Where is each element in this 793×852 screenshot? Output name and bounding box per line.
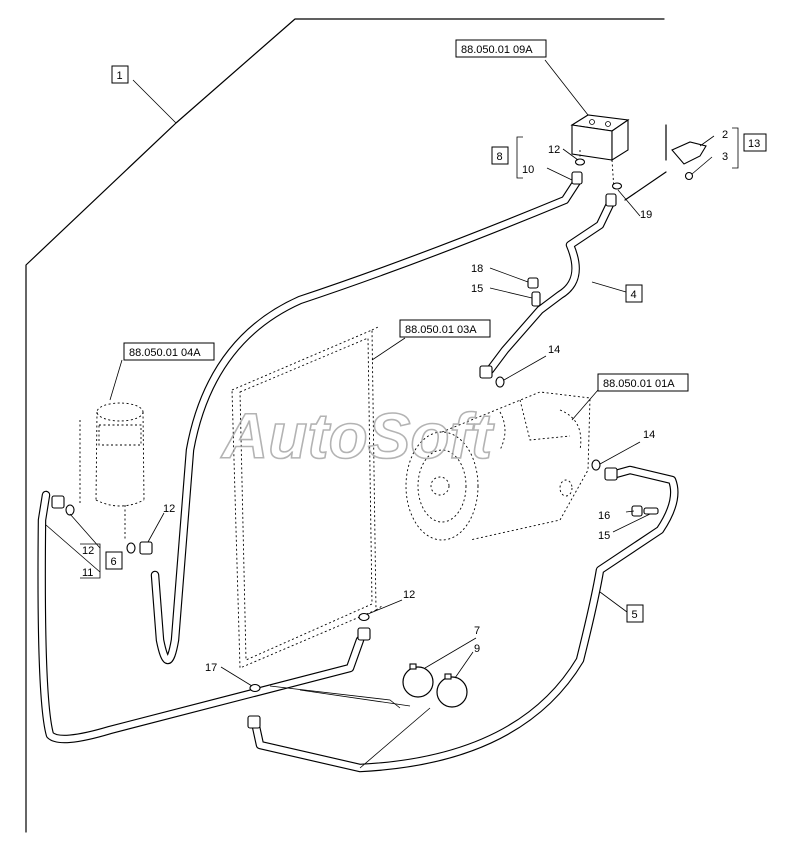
callout-14: 14 [643,429,655,441]
callout-10: 10 [522,164,534,176]
svg-text:8: 8 [497,151,503,163]
callout-2: 2 [722,129,728,141]
callout-16: 16 [598,510,610,522]
callout-17: 17 [205,662,217,674]
callout-box-6: 6 [80,543,123,579]
receiver-drier [79,402,145,540]
hose-5 [250,465,679,773]
callout-15: 15 [471,283,483,295]
hose-11 [37,490,365,744]
callout-3: 3 [722,151,728,163]
reference-receiver-drier[interactable]: 88.050.01 04A [123,342,215,361]
reference-label: 88.050.01 09A [461,44,533,56]
callout-box-5: 5 [626,604,644,623]
clips [402,663,468,708]
condenser [231,326,383,669]
o-rings [65,158,623,693]
callout-9: 9 [474,643,480,655]
reference-expansion-valve[interactable]: 88.050.01 09A [455,39,547,58]
callout-12: 12 [82,545,94,557]
svg-text:6: 6 [111,556,117,568]
reference-label: 88.050.01 01A [603,378,675,390]
callout-box-4: 4 [625,284,643,303]
reference-label: 88.050.01 04A [129,347,201,359]
callout-18: 18 [471,263,483,275]
callout-box-13: 13 [732,127,767,169]
reference-compressor[interactable]: 88.050.01 01A [597,373,689,392]
callout-box-1: 1 [111,65,129,84]
callout-15: 15 [598,530,610,542]
callout-box-8: 8 [491,136,523,179]
callout-14: 14 [548,344,560,356]
hose-10 [150,175,583,665]
callout-12: 12 [403,589,415,601]
clamp-bracket [671,141,707,181]
svg-text:5: 5 [632,609,638,621]
fittings [51,171,659,729]
callout-7: 7 [474,625,480,637]
compressor [405,391,591,541]
svg-text:4: 4 [631,289,637,301]
reference-condenser[interactable]: 88.050.01 03A [399,319,491,338]
hose-4 [485,195,617,375]
reference-label: 88.050.01 03A [405,324,477,336]
svg-text:1: 1 [117,70,123,82]
svg-text:13: 13 [748,138,760,150]
callout-19: 19 [640,209,652,221]
callout-11: 11 [82,567,93,579]
leader-lines [45,59,715,769]
callout-12: 12 [163,503,175,515]
callout-12: 12 [548,144,560,156]
watermark: AutoSoft [220,400,495,472]
